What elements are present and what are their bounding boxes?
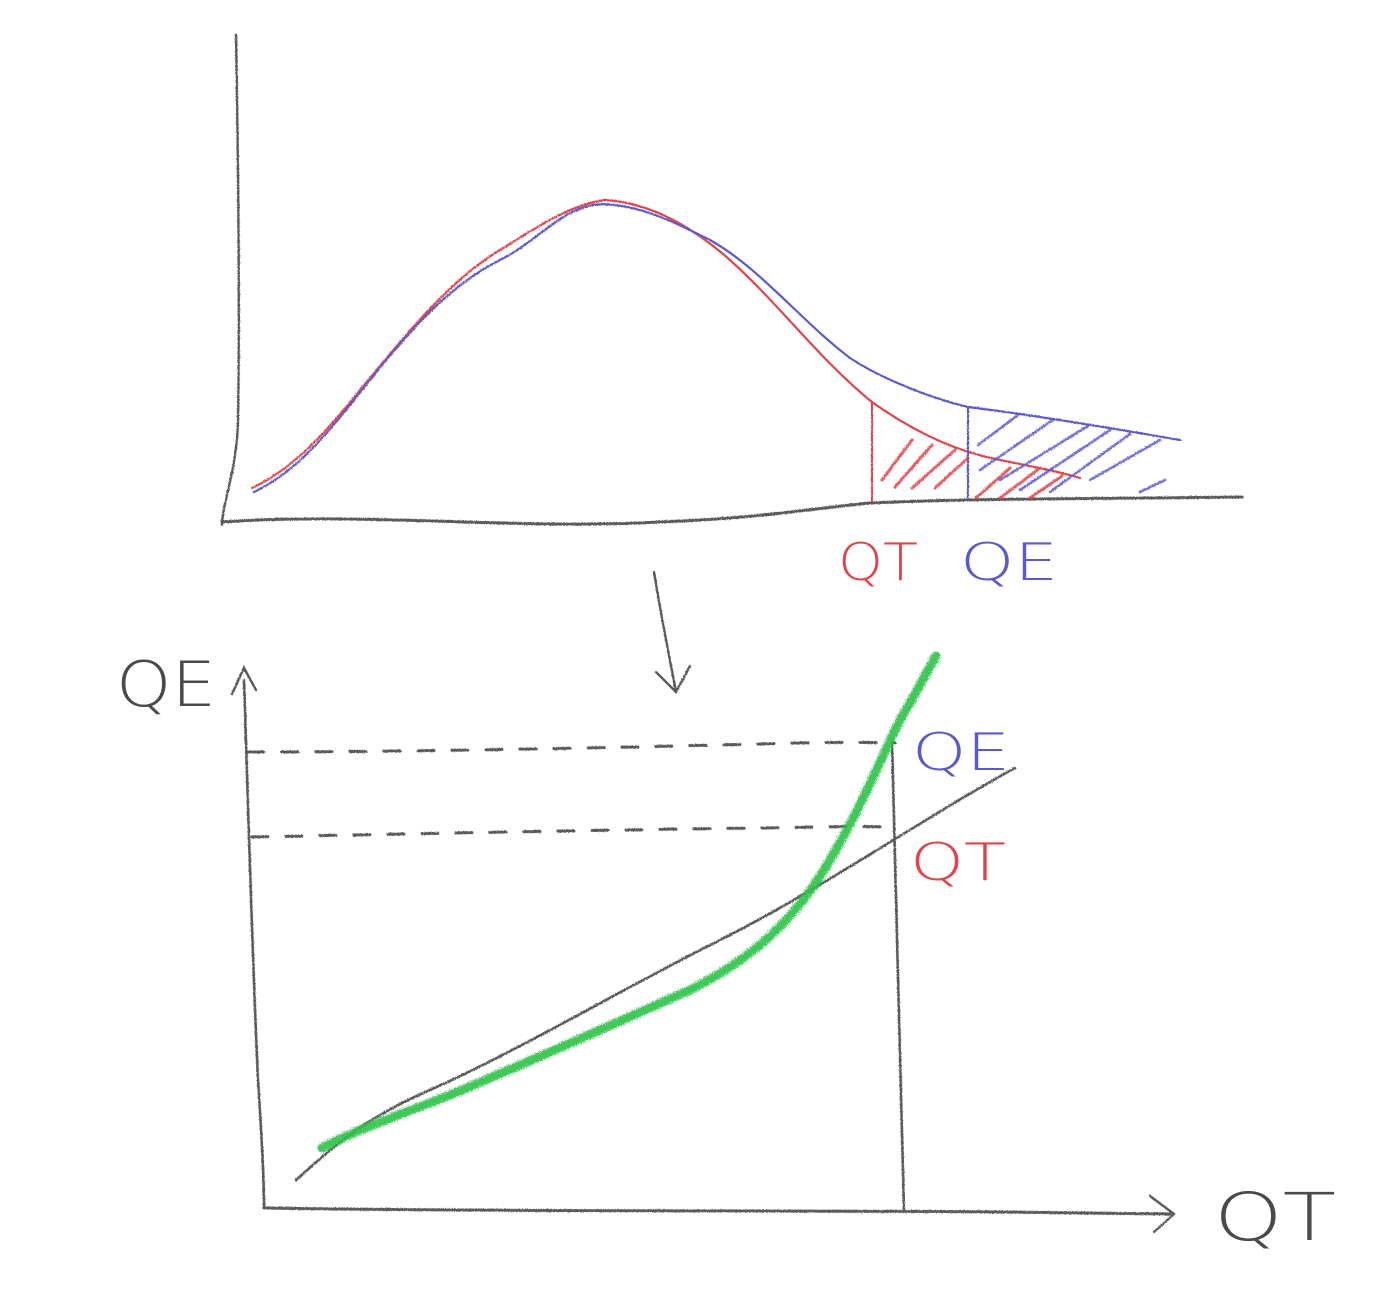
top-x-axis xyxy=(220,495,1244,526)
top-density-plot xyxy=(220,33,1244,527)
empirical-tail-hatching xyxy=(976,410,1167,494)
qq-x-axis xyxy=(262,1206,1172,1216)
top-qe-label: QE xyxy=(960,533,1058,593)
qq-y-axis-arrowhead xyxy=(230,665,258,696)
qq-curve xyxy=(317,651,941,1153)
down-arrow-icon xyxy=(652,570,692,694)
qq-x-axis-label: QT xyxy=(1214,1179,1336,1256)
top-qt-label: QT xyxy=(838,533,918,593)
qq-plot xyxy=(230,665,1176,1234)
qt-dashed-guide xyxy=(250,825,895,839)
top-y-axis xyxy=(220,33,241,527)
qq-y-axis xyxy=(242,678,266,1210)
qq-qt-marker-label: QT xyxy=(910,833,1006,893)
qq-qe-marker-label: QE xyxy=(912,723,1010,783)
reference-line xyxy=(294,766,1017,1182)
quantile-vertical-line xyxy=(890,740,906,1214)
theoretical-tail-hatching xyxy=(880,438,1064,500)
qq-y-axis-label: QE xyxy=(116,648,216,721)
qq-x-axis-arrowhead xyxy=(1148,1194,1176,1234)
theoretical-density-curve xyxy=(250,198,1082,490)
qe-dashed-guide xyxy=(246,740,897,754)
empirical-density-curve xyxy=(252,202,1182,494)
